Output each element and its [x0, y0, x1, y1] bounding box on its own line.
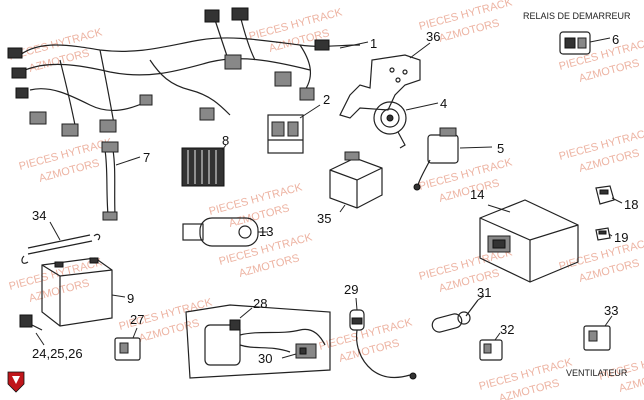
- callout-18[interactable]: 18: [624, 197, 638, 212]
- callout-36[interactable]: 36: [426, 29, 440, 44]
- horn: [373, 101, 407, 149]
- module-35: [329, 151, 383, 209]
- wiring-harness: [7, 7, 361, 137]
- callout-14[interactable]: 14: [470, 187, 484, 202]
- ignition-coil: [413, 127, 459, 191]
- relay-27: [114, 337, 141, 361]
- callout-6[interactable]: 6: [612, 32, 619, 47]
- callout-8[interactable]: 8: [222, 133, 229, 148]
- connector-19: [595, 227, 611, 241]
- callout-27[interactable]: 27: [130, 312, 144, 327]
- callout-13[interactable]: 13: [259, 224, 273, 239]
- callout-33[interactable]: 33: [604, 303, 618, 318]
- relay-2: [267, 114, 304, 154]
- relay-32: [479, 339, 503, 361]
- callout-28[interactable]: 28: [253, 296, 267, 311]
- callout-19[interactable]: 19: [614, 230, 628, 245]
- cdi-unit: [479, 199, 579, 283]
- bracket: [339, 54, 421, 119]
- connector-30: [295, 343, 317, 359]
- fuse: [19, 314, 43, 331]
- callout-32[interactable]: 32: [500, 322, 514, 337]
- callout-9[interactable]: 9: [127, 291, 134, 306]
- callout-24-25-26[interactable]: 24,25,26: [32, 346, 83, 361]
- callout-31[interactable]: 31: [477, 285, 491, 300]
- callout-7[interactable]: 7: [143, 150, 150, 165]
- callout-4[interactable]: 4: [440, 96, 447, 111]
- callout-29[interactable]: 29: [344, 282, 358, 297]
- callout-5[interactable]: 5: [497, 141, 504, 156]
- callout-34[interactable]: 34: [32, 208, 46, 223]
- battery-strap: [21, 233, 101, 264]
- starter-assembly: [185, 304, 331, 379]
- callout-2[interactable]: 2: [323, 92, 330, 107]
- relay-33: [583, 325, 611, 351]
- battery: [41, 257, 113, 327]
- callout-30[interactable]: 30: [258, 351, 272, 366]
- caption-starter-relay: RELAIS DE DEMARREUR: [523, 11, 631, 21]
- callout-1[interactable]: 1: [370, 36, 377, 51]
- sensor-29: [349, 309, 417, 380]
- callout-35[interactable]: 35: [317, 211, 331, 226]
- brand-shield-icon: [7, 371, 25, 393]
- regulator: [181, 147, 225, 187]
- caption-fan: VENTILATEUR: [566, 368, 628, 378]
- starter-relay: [559, 31, 591, 55]
- connector-18: [595, 185, 615, 205]
- fuse-cable: [101, 141, 119, 221]
- switch-31: [431, 299, 479, 333]
